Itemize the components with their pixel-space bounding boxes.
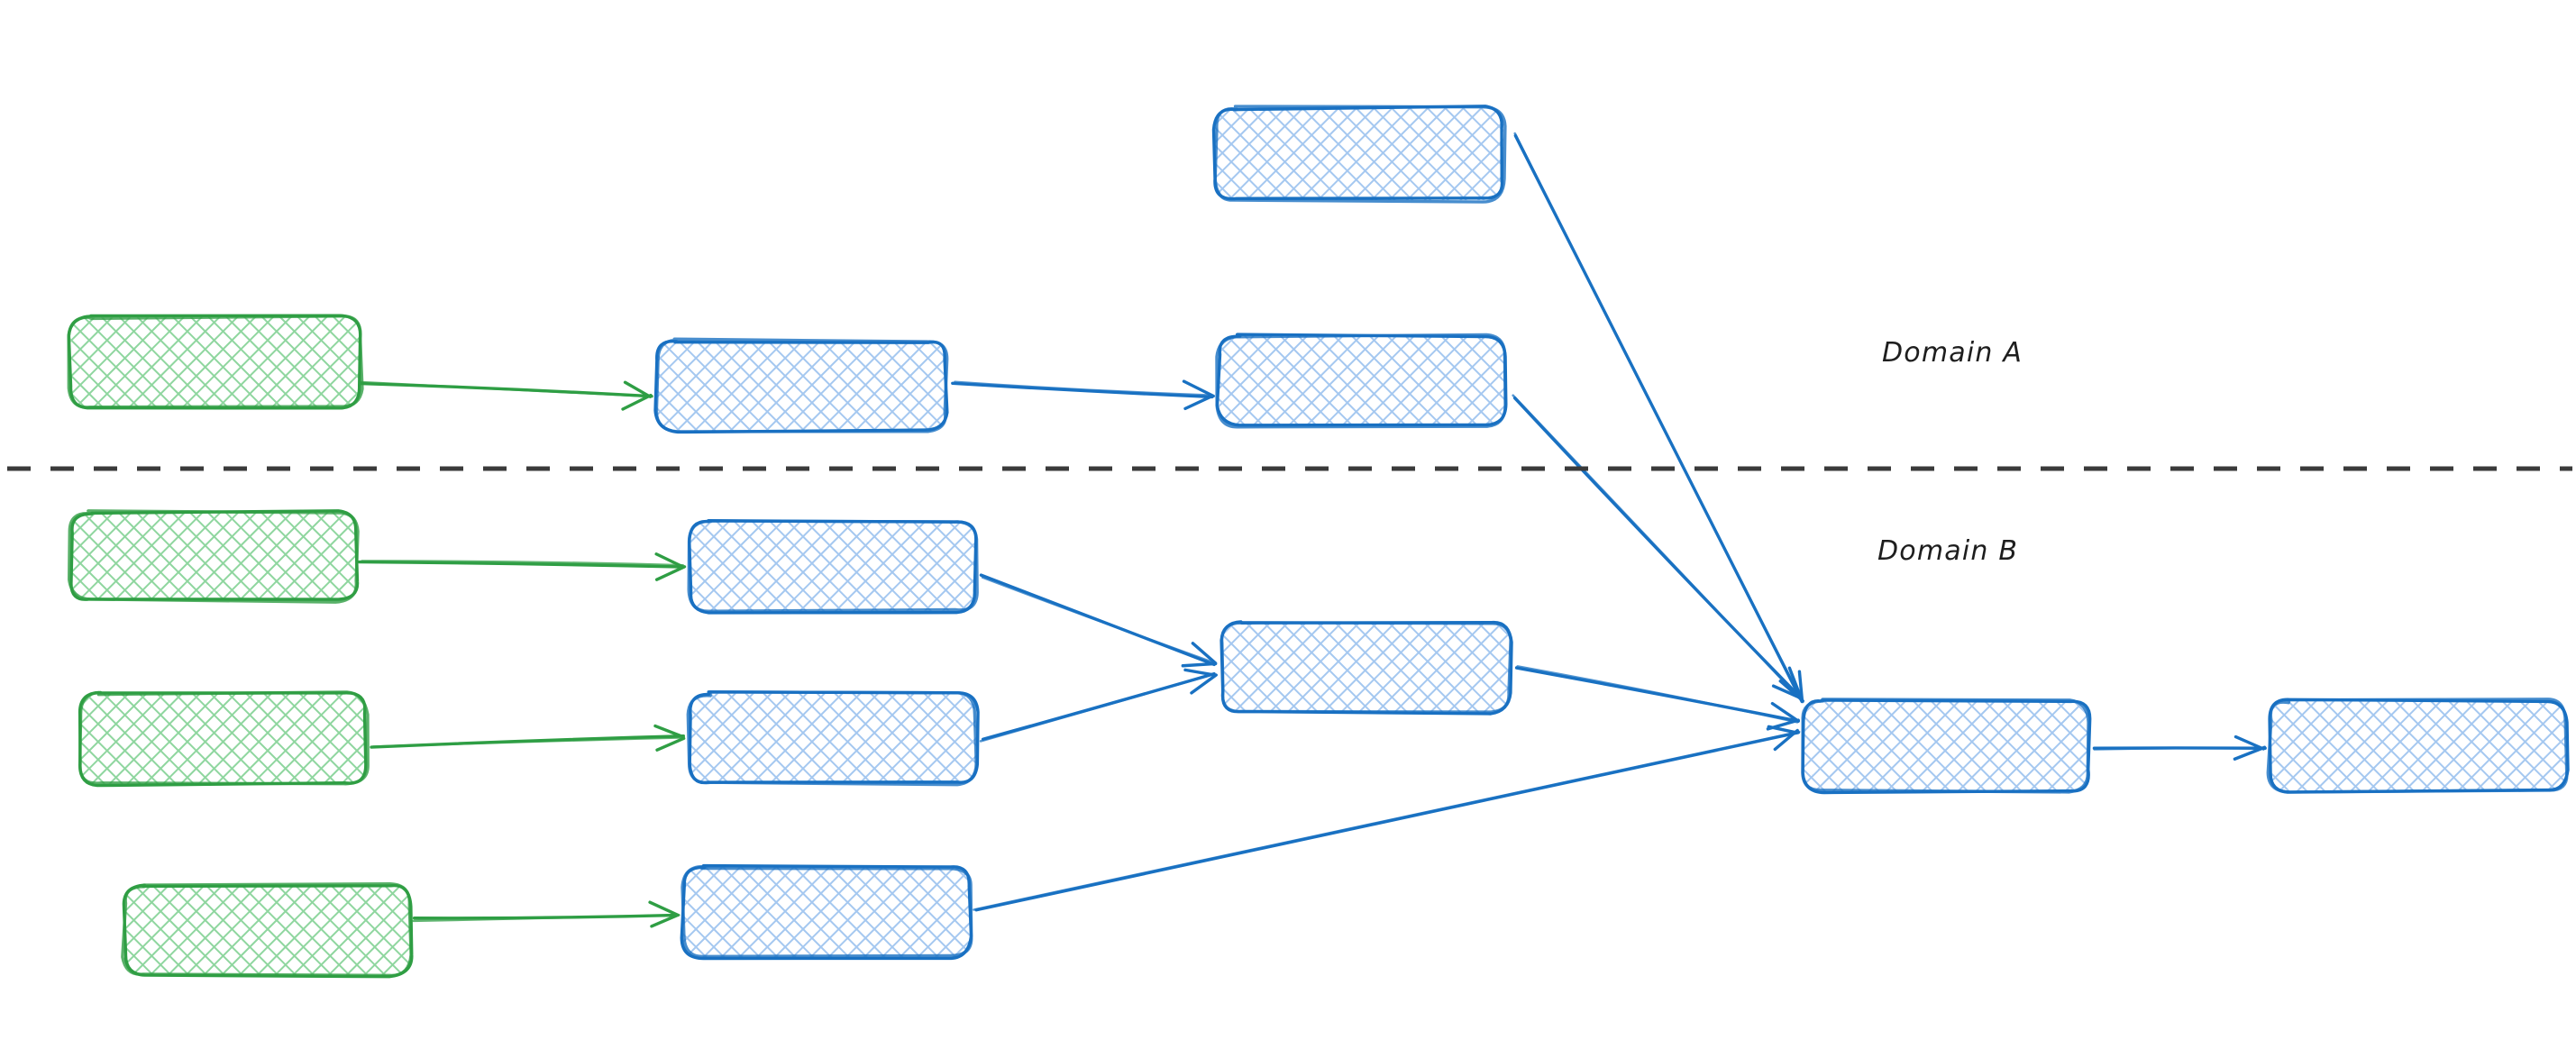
node-b-green-3[interactable] — [121, 882, 414, 979]
edge-shaft — [412, 914, 681, 923]
edge-arrowhead — [2233, 745, 2267, 761]
edge-shaft — [357, 560, 684, 569]
edge-shaft — [1512, 394, 1802, 700]
edge-arrowhead — [648, 900, 680, 917]
node-fill — [1802, 700, 2090, 792]
edge-e12[interactable] — [2092, 734, 2267, 761]
edge-shaft — [981, 576, 1217, 665]
edge-arrowhead — [623, 380, 652, 398]
edge-e9[interactable] — [979, 668, 1218, 743]
node-fill — [689, 520, 977, 611]
edge-e3[interactable] — [1513, 132, 1804, 704]
edge-shaft — [954, 380, 1213, 397]
edge-e4[interactable] — [1512, 394, 1804, 700]
node-b-blue-3[interactable] — [680, 863, 973, 961]
node-b-blue-1[interactable] — [687, 519, 979, 615]
edge-shaft — [979, 672, 1215, 743]
nodes-layer — [67, 105, 2570, 979]
node-outline — [78, 690, 370, 786]
edge-shaft — [973, 730, 1801, 911]
edge-arrowhead — [1183, 668, 1217, 677]
node-outline — [681, 864, 973, 959]
node-outline — [1213, 105, 1507, 204]
edge-arrowhead — [654, 565, 687, 581]
edge-shaft — [361, 560, 685, 567]
edge-shaft — [359, 380, 652, 398]
node-fill — [2269, 700, 2568, 792]
node-fill — [1220, 621, 1511, 713]
node-fill — [655, 341, 947, 432]
node-outline — [1215, 333, 1507, 429]
node-fill — [1214, 107, 1504, 201]
node-fill — [123, 884, 412, 975]
node-b-green-1[interactable] — [67, 509, 360, 604]
node-b-hub[interactable] — [1219, 620, 1513, 716]
node-outline — [67, 509, 360, 604]
edge-arrowhead — [1787, 666, 1804, 700]
node-b-blue-2[interactable] — [686, 690, 980, 787]
node-fill — [70, 316, 361, 408]
edge-arrowhead — [1770, 701, 1800, 723]
node-outline — [1801, 698, 2090, 794]
node-outline — [2266, 698, 2569, 794]
edge-arrowhead — [655, 736, 686, 752]
edge-arrowhead — [1771, 684, 1803, 700]
edge-shaft — [1513, 132, 1804, 704]
edge-arrowhead — [1182, 379, 1215, 398]
node-fill — [70, 511, 358, 600]
node-fill — [1219, 334, 1506, 426]
node-outline — [687, 519, 979, 613]
edge-shaft — [2093, 746, 2266, 751]
node-outline — [654, 337, 949, 433]
node-outline — [686, 690, 978, 787]
edge-arrowhead — [654, 552, 685, 569]
edge-arrowhead — [1183, 394, 1214, 411]
edges-layer — [357, 132, 2267, 928]
edge-arrowhead — [650, 914, 679, 928]
node-a-blue-top[interactable] — [1211, 105, 1507, 204]
edge-shaft — [1516, 665, 1799, 724]
edge-e7[interactable] — [412, 900, 681, 928]
node-fill — [682, 866, 971, 958]
node-b-green-2[interactable] — [78, 690, 370, 788]
edge-arrowhead — [621, 393, 653, 411]
edge-e6[interactable] — [370, 724, 686, 752]
edge-shaft — [371, 736, 685, 748]
node-b-merge[interactable] — [1801, 698, 2092, 795]
node-outline — [67, 315, 364, 409]
node-a-blue-1[interactable] — [653, 337, 949, 434]
domain-a-label: Domain A — [1882, 337, 2023, 369]
edge-e8[interactable] — [979, 573, 1218, 668]
edge-arrowhead — [1767, 725, 1799, 734]
edge-arrowhead — [1191, 642, 1218, 665]
edge-e5[interactable] — [357, 552, 687, 581]
node-fill — [78, 693, 367, 785]
edge-arrowhead — [1181, 661, 1218, 668]
node-a-green-1[interactable] — [67, 314, 364, 410]
edge-e11[interactable] — [973, 725, 1801, 912]
edge-e2[interactable] — [951, 379, 1215, 411]
node-a-blue-2[interactable] — [1215, 333, 1508, 429]
edge-arrowhead — [2233, 734, 2265, 751]
edge-e10[interactable] — [1514, 665, 1800, 731]
edge-arrowhead — [653, 724, 685, 739]
edge-e1[interactable] — [358, 380, 653, 411]
node-outline — [1219, 621, 1512, 714]
node-fill — [689, 693, 977, 784]
node-outline — [121, 882, 413, 978]
node-b-final[interactable] — [2266, 698, 2570, 794]
domain-b-label: Domain B — [1877, 535, 2019, 567]
edge-arrowhead — [1190, 673, 1218, 695]
